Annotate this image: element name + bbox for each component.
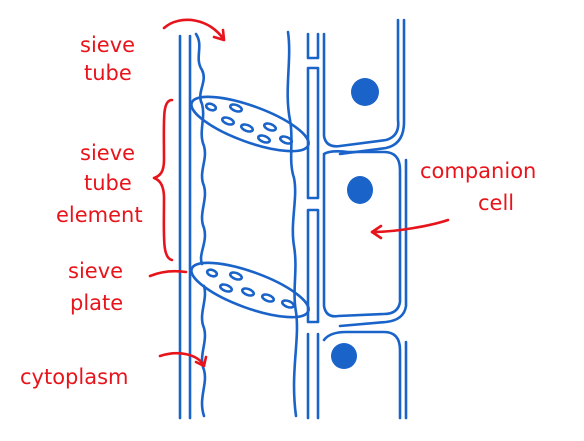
sieve-plate-arrow xyxy=(148,269,188,278)
label-sieve-plate: sieve plate xyxy=(68,259,130,315)
label-companion-cell: companion cell xyxy=(420,159,543,215)
cytoplasm-arrow xyxy=(158,352,208,368)
nucleus-middle xyxy=(347,176,373,204)
sieve-tube-left-wall xyxy=(178,34,192,420)
sieve-plate-upper xyxy=(190,95,310,153)
nucleus-bottom xyxy=(331,343,357,369)
nucleus-top xyxy=(351,78,379,106)
companion-cell-arrow xyxy=(370,218,450,240)
middle-wall xyxy=(286,30,320,420)
cytoplasm-line xyxy=(194,32,207,418)
label-sieve-tube: sieve tube xyxy=(80,33,142,85)
sieve-plate-lower xyxy=(190,261,310,319)
companion-cells xyxy=(322,18,408,420)
companion-cell-nuclei xyxy=(331,78,379,369)
label-sieve-tube-element: sieve tube element xyxy=(56,141,143,227)
label-cytoplasm: cytoplasm xyxy=(20,365,129,389)
sieve-tube-element-bracket xyxy=(152,98,174,262)
sieve-tube-arrow xyxy=(162,18,226,42)
